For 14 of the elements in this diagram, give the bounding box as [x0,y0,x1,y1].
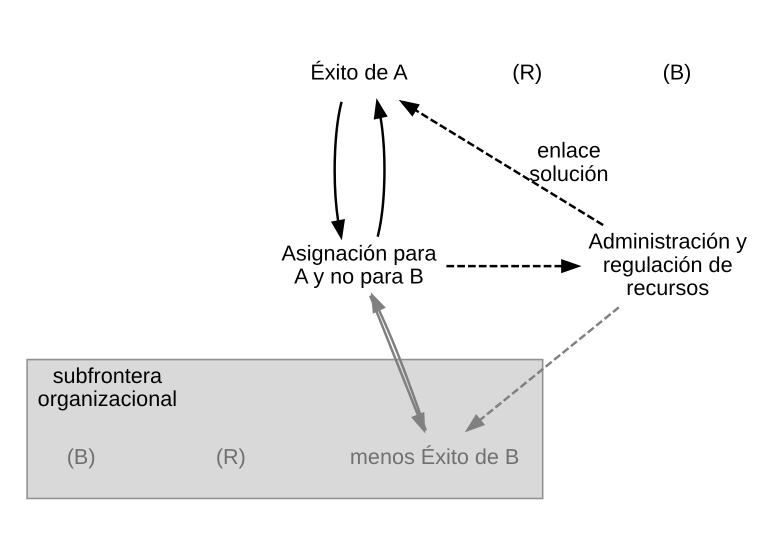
label: (R) [216,444,246,469]
label: (B) [662,59,692,84]
node-text: menos Éxito de B [350,444,520,469]
node-text: Administración y regulación de recursos [588,228,747,300]
arrow [398,99,604,226]
node-text: Asignación para A y no para B [281,240,436,288]
arrow [446,258,582,273]
node-text: Éxito de A [310,59,408,84]
edge-label: enlace solución [529,137,609,186]
label: (B) [66,444,96,469]
label: (R) [512,59,542,84]
arrow [330,101,345,240]
arrow [374,98,388,236]
arrow [464,306,620,432]
